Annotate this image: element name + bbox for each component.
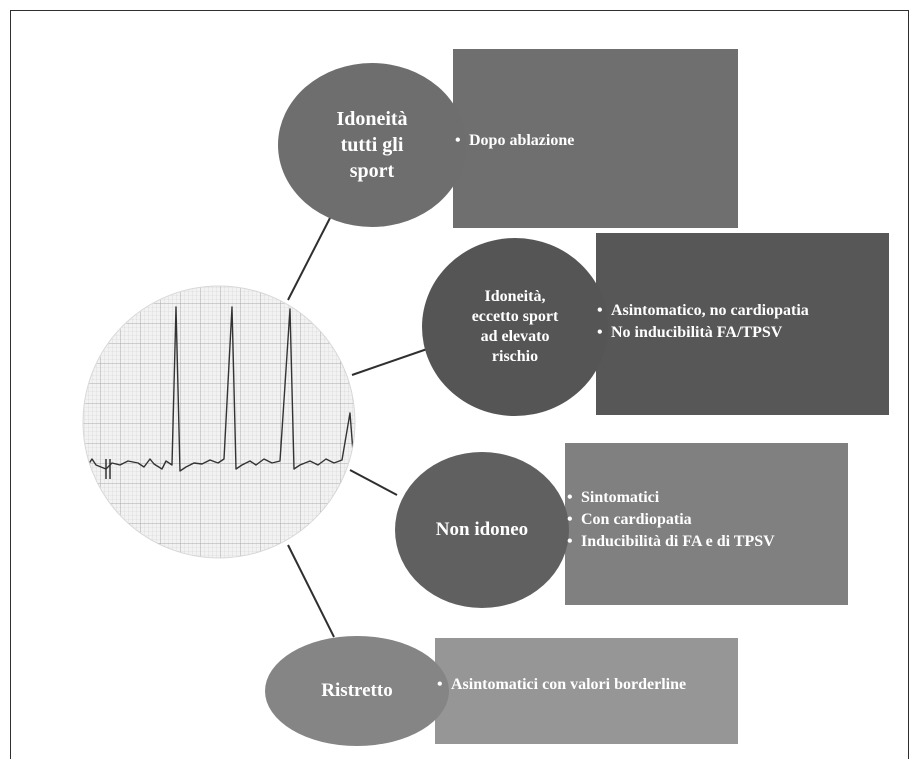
connector-ristretto [287, 544, 335, 638]
bubble-eccetto-line-3: ad elevato [480, 328, 550, 345]
bubble-eccetto: Idoneità, eccetto sport ad elevato risch… [422, 238, 608, 416]
bubble-non-idoneo-label: Non idoneo [435, 519, 529, 540]
list-item: Asintomatici con valori borderline [437, 674, 722, 696]
bubble-eccetto-line-4: rischio [491, 348, 539, 365]
bubble-tutti-line-3: sport [349, 160, 395, 182]
connector-tutti [287, 217, 331, 301]
bubble-ristretto: Ristretto [265, 636, 449, 746]
bubble-tutti-line-2: tutti gli [340, 134, 404, 156]
ecg-marker [105, 459, 111, 479]
bubble-ristretto-label: Ristretto [321, 680, 393, 701]
list-ristretto: Asintomatici con valori borderline [437, 674, 722, 696]
ecg-grid [83, 286, 355, 558]
connector-eccetto [351, 347, 431, 376]
list-item: Inducibilità di FA e di TPSV [567, 531, 845, 553]
ecg-trace [83, 306, 355, 472]
list-item: Dopo ablazione [455, 130, 725, 152]
ecg-illustration [82, 285, 356, 559]
list-item: Sintomatici [567, 487, 845, 509]
bubble-eccetto-line-2: eccetto sport [471, 308, 559, 325]
bubble-tutti-line-1: Idoneità [336, 108, 408, 130]
list-tutti: Dopo ablazione [455, 130, 725, 152]
list-eccetto: Asintomatico, no cardiopatia No inducibi… [597, 300, 885, 344]
list-non-idoneo: Sintomatici Con cardiopatia Inducibilità… [567, 487, 845, 553]
list-item: Asintomatico, no cardiopatia [597, 300, 885, 322]
list-item: Con cardiopatia [567, 509, 845, 531]
figure-frame [10, 10, 909, 759]
connector-non-idoneo [349, 469, 398, 496]
bubble-non-idoneo: Non idoneo [395, 452, 569, 608]
bubble-tutti: Idoneità tutti gli sport [278, 63, 466, 227]
bubble-eccetto-line-1: Idoneità, [484, 288, 546, 305]
list-item: No inducibilità FA/TPSV [597, 322, 885, 344]
